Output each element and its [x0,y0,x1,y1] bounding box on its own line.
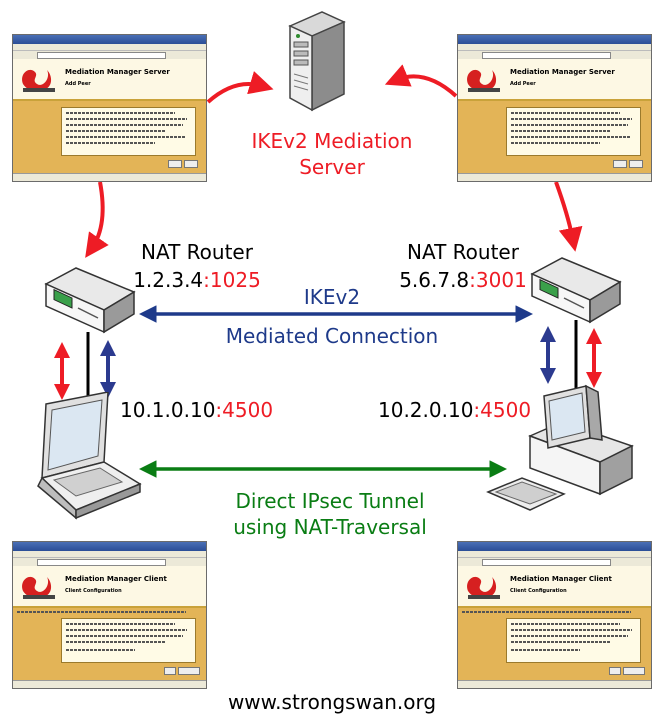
address-bar[interactable] [482,559,611,566]
window-statusbar [13,680,206,688]
footer-url[interactable]: www.strongswan.org [227,690,437,714]
window-title: Mediation Manager Server [65,68,170,76]
address-bar[interactable] [37,559,166,566]
left-router-ip: 1.2.3.4 [133,268,204,292]
window-menubar [13,551,206,558]
window-content: Mediation Manager Server Add Peer [458,59,651,174]
server-label-line2: Server [299,155,365,179]
window-titlebar [458,542,651,551]
browser-window-bottom-left: Mediation Manager Client Client Configur… [12,541,207,689]
window-menubar [458,551,651,558]
back-button[interactable] [164,667,176,675]
browser-window-bottom-right: Mediation Manager Client Client Configur… [457,541,652,689]
right-host-port: :4500 [473,398,532,422]
left-router-port: :1025 [203,268,261,292]
strongswan-logo-icon [467,69,500,92]
router-icon-left [44,267,136,334]
window-subtitle: Add Peer [510,81,536,87]
window-content: Mediation Manager Server Add Peer [13,59,206,174]
cancel-button[interactable] [629,160,643,168]
server-label: IKEv2 Mediation Server [222,128,442,180]
back-button[interactable] [609,667,621,675]
config-panel [506,618,641,663]
generate-button[interactable] [178,667,200,675]
right-router-address: 5.6.7.8:3001 [378,266,548,294]
arrow-topright-to-server [384,64,458,98]
window-titlebar [13,542,206,551]
config-panel [61,618,196,663]
left-host-address: 10.1.0.10:4500 [120,398,273,422]
page-body [13,608,206,681]
window-titlebar [13,35,206,44]
left-router-title: NAT Router [141,240,253,264]
arrow-topleft-to-router [85,181,109,258]
left-router-address: 1.2.3.4:1025 [112,266,282,294]
window-menubar [458,44,651,51]
ikev2-label: IKEv2 [303,285,361,309]
page-body [458,608,651,681]
strongswan-logo-icon [467,576,500,599]
save-button[interactable] [613,160,627,168]
form-panel [506,107,641,156]
server-label-line1: IKEv2 Mediation [251,129,413,153]
address-bar[interactable] [37,52,166,59]
tunnel-label: Direct IPsec Tunnel using NAT-Traversal [180,488,480,540]
right-host-address: 10.2.0.10:4500 [378,398,531,422]
window-statusbar [13,173,206,181]
window-subtitle: Client Configuration [65,588,122,594]
left-host-port: :4500 [215,398,274,422]
right-router-title: NAT Router [407,240,519,264]
desktop-computer-icon [486,384,634,511]
window-title: Mediation Manager Client [510,575,612,583]
mediated-connection-label: Mediated Connection [225,324,439,348]
cancel-button[interactable] [184,160,198,168]
window-title: Mediation Manager Client [65,575,167,583]
left-host-ip: 10.1.0.10 [120,398,216,422]
right-router-ip: 5.6.7.8 [399,268,470,292]
laptop-icon [37,392,142,520]
window-content: Mediation Manager Client Client Configur… [13,566,206,681]
strongswan-logo-icon [22,69,55,92]
tunnel-label-line1: Direct IPsec Tunnel [235,489,425,513]
generate-button[interactable] [623,667,645,675]
browser-window-top-right: Mediation Manager Server Add Peer [457,34,652,182]
window-title: Mediation Manager Server [510,68,615,76]
server-icon [288,11,346,112]
window-subtitle: Client Configuration [510,588,567,594]
router-icon-right [530,257,622,324]
window-statusbar [458,680,651,688]
right-host-ip: 10.2.0.10 [378,398,474,422]
save-button[interactable] [168,160,182,168]
page-body [458,101,651,174]
page-header: Mediation Manager Client Client Configur… [13,566,206,608]
page-header: Mediation Manager Server Add Peer [458,59,651,101]
window-subtitle: Add Peer [65,81,91,87]
window-menubar [13,44,206,51]
arrow-topleft-to-server [206,71,274,104]
left-router-label: NAT Router 1.2.3.4:1025 [112,238,282,294]
page-header: Mediation Manager Client Client Configur… [458,566,651,608]
address-bar[interactable] [482,52,611,59]
page-body [13,101,206,174]
window-content: Mediation Manager Client Client Configur… [458,566,651,681]
strongswan-logo-icon [22,576,55,599]
window-titlebar [458,35,651,44]
arrow-topright-to-router [554,181,583,252]
window-statusbar [458,173,651,181]
tunnel-label-line2: using NAT-Traversal [233,515,427,539]
form-panel [61,107,196,156]
right-router-label: NAT Router 5.6.7.8:3001 [378,238,548,294]
right-router-port: :3001 [469,268,527,292]
browser-window-top-left: Mediation Manager Server Add Peer [12,34,207,182]
page-header: Mediation Manager Server Add Peer [13,59,206,101]
